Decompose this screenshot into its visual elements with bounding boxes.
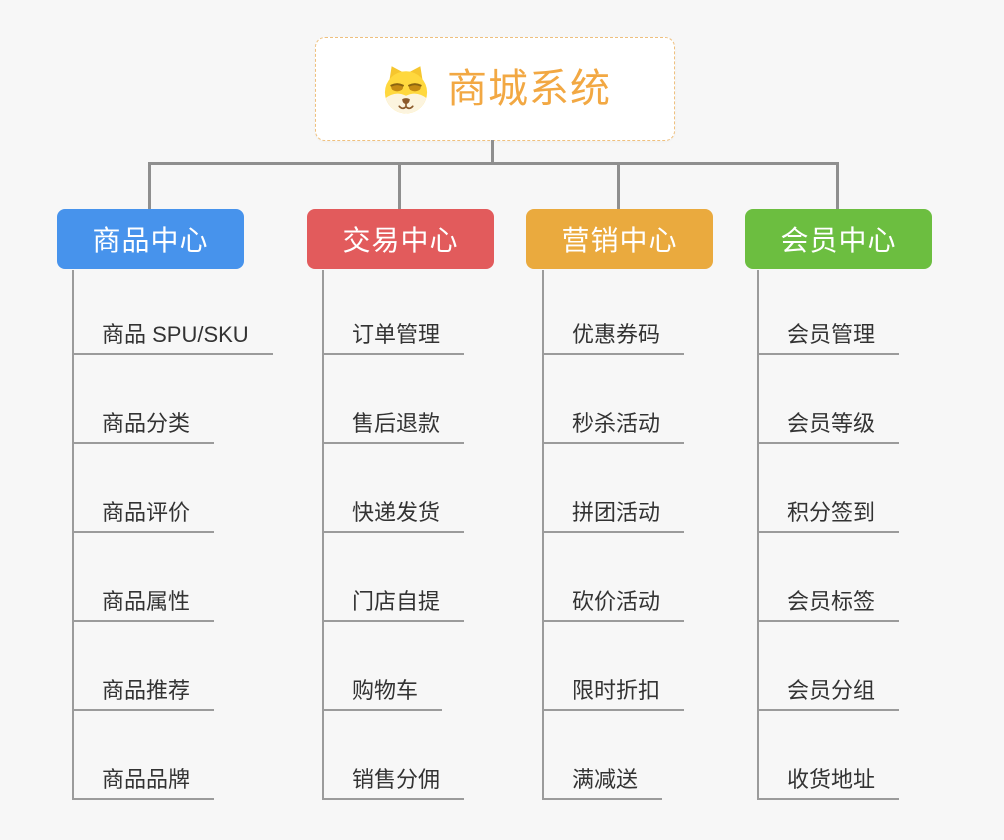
- child-node[interactable]: 商品品牌: [72, 758, 215, 800]
- child-node[interactable]: 商品推荐: [72, 669, 215, 711]
- child-node[interactable]: 商品分类: [72, 402, 215, 444]
- child-node[interactable]: 拼团活动: [542, 491, 685, 533]
- child-node[interactable]: 商品评价: [72, 491, 215, 533]
- child-node[interactable]: 会员标签: [757, 580, 900, 622]
- connector-drop-trade: [398, 162, 401, 210]
- branch-spine-product: [72, 270, 74, 800]
- child-node[interactable]: 门店自提: [322, 580, 465, 622]
- branch-member-center[interactable]: 会员中心: [745, 209, 932, 269]
- dog-face-icon: [384, 66, 428, 114]
- child-node[interactable]: 商品 SPU/SKU: [72, 313, 273, 355]
- child-node[interactable]: 秒杀活动: [542, 402, 685, 444]
- child-node[interactable]: 购物车: [322, 669, 443, 711]
- branch-product-center[interactable]: 商品中心: [57, 209, 244, 269]
- child-node[interactable]: 会员管理: [757, 313, 900, 355]
- child-node[interactable]: 会员等级: [757, 402, 900, 444]
- connector-root-stem: [491, 140, 494, 165]
- child-node[interactable]: 订单管理: [322, 313, 465, 355]
- child-node[interactable]: 收货地址: [757, 758, 900, 800]
- child-node[interactable]: 商品属性: [72, 580, 215, 622]
- branch-spine-trade: [322, 270, 324, 800]
- branch-spine-member: [757, 270, 759, 800]
- connector-horizontal-bus: [148, 162, 839, 165]
- connector-drop-member: [836, 162, 839, 210]
- branch-trade-center[interactable]: 交易中心: [307, 209, 494, 269]
- root-node-label: 商城系统: [447, 67, 611, 111]
- child-node[interactable]: 会员分组: [757, 669, 900, 711]
- connector-drop-marketing: [617, 162, 620, 210]
- connector-drop-product: [148, 162, 151, 210]
- child-node[interactable]: 售后退款: [322, 402, 465, 444]
- root-node-mall-system[interactable]: 商城系统: [315, 37, 675, 141]
- child-node[interactable]: 砍价活动: [542, 580, 685, 622]
- child-node[interactable]: 满减送: [542, 758, 663, 800]
- branch-spine-marketing: [542, 270, 544, 800]
- child-node[interactable]: 限时折扣: [542, 669, 685, 711]
- child-node[interactable]: 积分签到: [757, 491, 900, 533]
- branch-marketing-center[interactable]: 营销中心: [526, 209, 713, 269]
- child-node[interactable]: 销售分佣: [322, 758, 465, 800]
- child-node[interactable]: 优惠券码: [542, 313, 685, 355]
- child-node[interactable]: 快递发货: [322, 491, 465, 533]
